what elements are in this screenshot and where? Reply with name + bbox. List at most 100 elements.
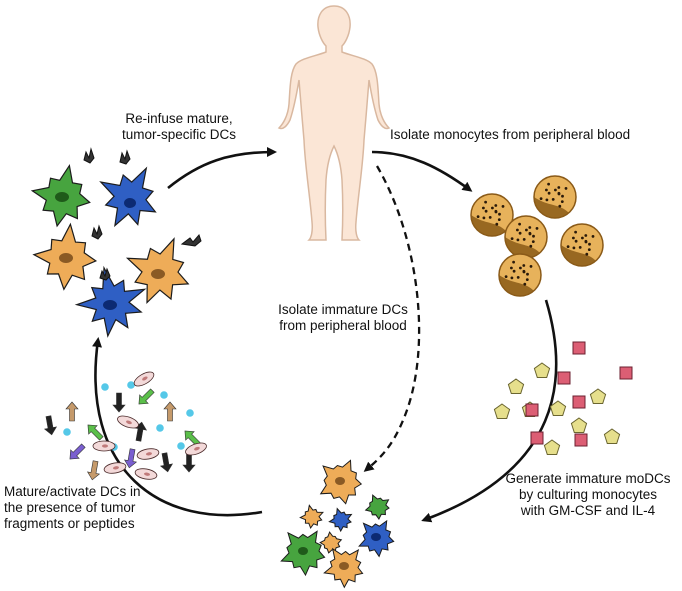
monocyte-granule [545, 198, 549, 202]
peptide-arrow-icon [43, 415, 58, 436]
il-4-square-icon [619, 366, 633, 380]
monocyte-granule [488, 216, 492, 219]
peptide-dot [160, 391, 168, 399]
monocyte-granule [494, 204, 498, 207]
monocyte-cluster [470, 175, 604, 297]
label-isolate-immature-line-2: from peripheral blood [279, 318, 407, 333]
monocyte-granule [491, 206, 494, 210]
peptide-dot [156, 424, 164, 432]
il-4-square-icon [557, 371, 571, 385]
peptide-arrow-icon [159, 452, 174, 473]
tumor-fragment-core [194, 446, 200, 451]
tumor-fragment-core [146, 452, 152, 456]
il-4-square-icon [530, 431, 544, 445]
monocyte-granule [525, 278, 529, 281]
monocyte-granule [557, 191, 561, 195]
peptide-arrow-icon [86, 460, 101, 481]
nucleus-ib [371, 533, 381, 541]
peptide-arrow-shape [86, 460, 101, 481]
monocyte-granule [519, 266, 522, 270]
gm-csf-pentagon-icon [507, 378, 525, 394]
monocyte-granule [574, 230, 577, 234]
monocyte-nucleus-2 [533, 197, 569, 219]
monocyte-granule [535, 227, 539, 230]
label-reinfuse-line-2: tumor-specific DCs [121, 127, 237, 142]
il-4-square-icon [525, 403, 539, 417]
nucleus-io-2 [339, 562, 349, 570]
tumor-fragment-icon [92, 440, 116, 452]
tumor-fragment-core [142, 376, 148, 381]
nucleus-orange-2 [151, 269, 165, 279]
monocyte-granule [476, 215, 480, 219]
monocyte-granule [558, 204, 562, 208]
monocyte-granule [522, 269, 526, 273]
tumor-fragment-icon [103, 462, 127, 474]
arrow-mature-activate [92, 337, 263, 517]
peptide-arrow-shape [184, 430, 201, 447]
monocyte-granule [504, 275, 508, 278]
monocyte-granule [581, 236, 584, 240]
monocyte-granule [516, 238, 520, 242]
monocyte-granule [547, 182, 550, 186]
arrow-isolate-immature-dcs [363, 165, 421, 472]
peptide-dot [177, 442, 185, 450]
tumor-fragment-core [126, 420, 132, 425]
tumor-fragment-icon [136, 448, 160, 460]
mature-dc-cluster [30, 147, 202, 338]
monocyte-granule [585, 252, 589, 256]
monocyte-granule [482, 216, 486, 220]
tumor-fragment-core [144, 472, 150, 476]
nucleus-io-1 [335, 477, 345, 485]
monocyte-granule [518, 231, 522, 235]
label-mature-line-3: fragments or peptides [4, 516, 135, 531]
monocyte-granule [557, 186, 561, 189]
peptide-arrow-shape [159, 452, 174, 473]
label-reinfuse-line-1: Re-infuse mature, [125, 111, 233, 126]
monocyte-granule [522, 238, 526, 241]
immature-dc-blue-small [328, 507, 353, 533]
mature-dc-blue-1 [99, 166, 157, 228]
monocyte-granule [522, 264, 526, 267]
tumor-fragment-icon [133, 371, 155, 387]
label-isolate-monocytes-line: Isolate monocytes from peripheral blood [390, 127, 631, 142]
monocyte-granule [572, 236, 575, 240]
immature-dc-cluster [280, 459, 395, 589]
cytokines [493, 341, 633, 455]
monocyte-granule [584, 234, 588, 237]
monocyte-granule [523, 282, 527, 286]
monocyte-granule [498, 212, 501, 216]
peptide-arrow-shape [112, 392, 126, 413]
peptide-arrow-shape [87, 424, 104, 441]
monocyte-granule [516, 228, 519, 232]
monocyte-granule [564, 187, 568, 190]
label-generate: Generate immature moDCs by culturing mon… [498, 471, 678, 519]
monocyte-granule [501, 205, 505, 208]
monocyte-granule [566, 245, 570, 249]
tumor-fragment-core [102, 444, 108, 448]
peptide-arrow-icon [184, 430, 201, 447]
monocyte-granule [529, 265, 533, 268]
monocyte-granule [510, 276, 514, 280]
monocyte-granule [525, 228, 528, 232]
peptide-arrow-shape [69, 443, 86, 460]
label-generate-line-1: Generate immature moDCs [505, 471, 671, 486]
nucleus-green [55, 192, 69, 202]
tumor-fragment-core [113, 466, 119, 470]
peptide-arrow-icon [69, 443, 86, 460]
monocyte-granule [561, 194, 564, 198]
arrow-isolate-monocytes [371, 150, 473, 192]
monocyte-granule [510, 237, 514, 241]
monocyte-granule [547, 191, 551, 195]
label-reinfuse: Re-infuse mature, tumor-specific DCs [104, 111, 254, 143]
peptide-arrow-shape [43, 415, 58, 436]
gm-csf-pentagon-icon [603, 428, 621, 444]
monocyte-granule [528, 231, 532, 235]
peptide-arrow-shape [163, 401, 177, 422]
peptide-arrow-shape [65, 401, 79, 422]
peptide-dot [63, 428, 71, 436]
monocyte-granule [560, 200, 564, 204]
gm-csf-pentagon-icon [543, 439, 561, 455]
arrow-reinfuse [167, 147, 277, 190]
tumor-fragment-icon [117, 415, 139, 429]
